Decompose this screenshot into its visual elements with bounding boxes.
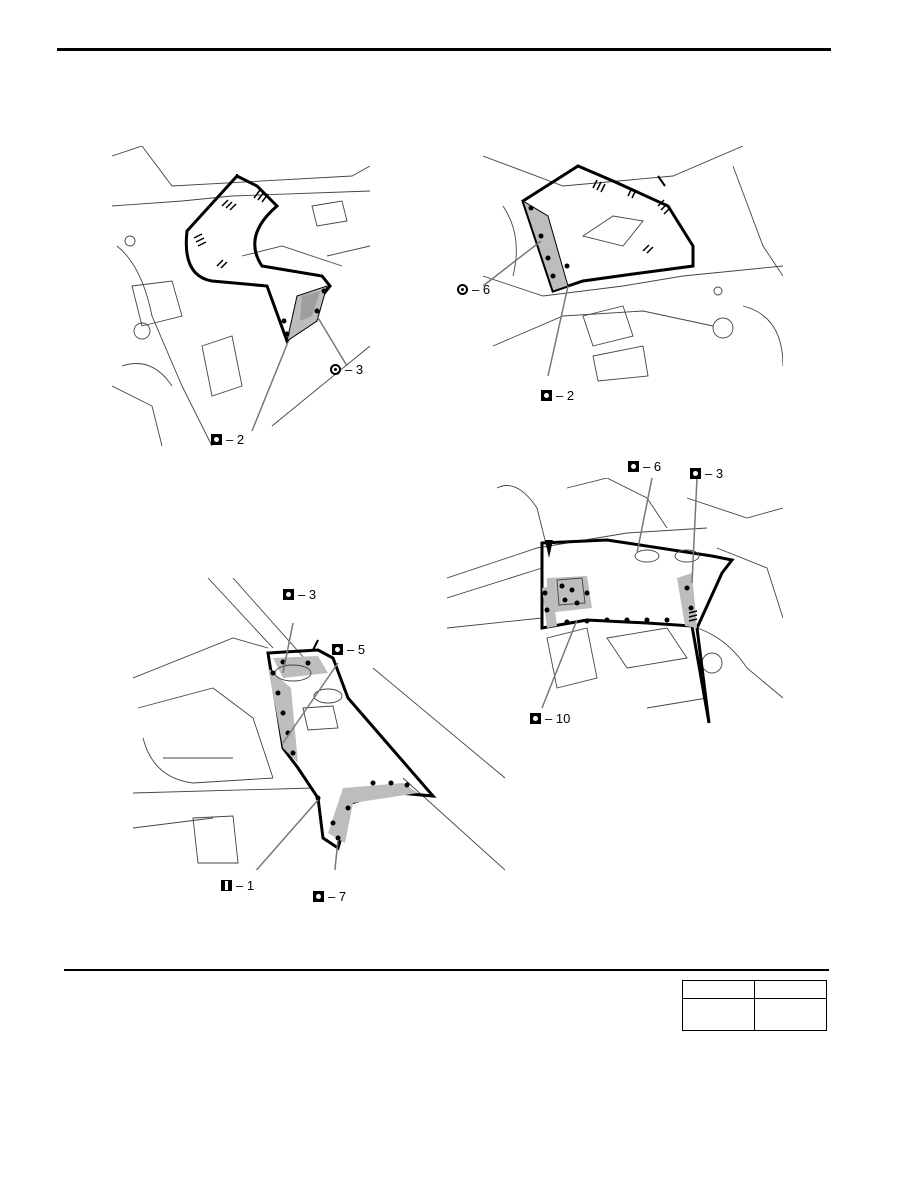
callout-fig3-1: – 3 (283, 587, 316, 602)
callout-fig2-1: – 6 (457, 282, 490, 297)
callout-fig3-3: – 1 (221, 878, 254, 893)
header-rule (57, 48, 831, 51)
figure-bottom-left-drawing (133, 578, 505, 870)
spot-weld-square-icon (211, 434, 222, 445)
spot-weld-square-icon (690, 468, 701, 479)
spot-weld-square-icon (530, 713, 541, 724)
figure-bottom-left (133, 578, 505, 870)
callout-fig1-1: – 3 (330, 362, 363, 377)
callout-fig1-2: – 2 (211, 432, 244, 447)
weld-i-icon (221, 880, 232, 891)
table-divider (683, 998, 826, 999)
spot-weld-square-icon (541, 390, 552, 401)
spot-weld-circle-icon (330, 364, 341, 375)
figure-bottom-right-drawing (447, 478, 783, 724)
callout-fig4-1: – 6 (628, 459, 661, 474)
spot-weld-circle-icon (457, 284, 468, 295)
spot-weld-square-icon (313, 891, 324, 902)
panel-outline-4 (540, 538, 735, 724)
table-divider (754, 981, 755, 1030)
spot-weld-square-icon (332, 644, 343, 655)
figure-top-left (112, 146, 370, 446)
spot-weld-square-icon (628, 461, 639, 472)
figure-top-right-drawing (483, 146, 783, 382)
footer-rule (64, 969, 829, 971)
callout-fig3-2: – 5 (332, 642, 365, 657)
figure-top-left-drawing (112, 146, 370, 446)
callout-fig3-4: – 7 (313, 889, 346, 904)
callout-fig4-3: – 10 (530, 711, 570, 726)
footer-table (682, 980, 827, 1031)
callout-fig4-2: – 3 (690, 466, 723, 481)
figure-top-right (483, 146, 783, 386)
panel-outline (184, 174, 332, 345)
figure-bottom-right (447, 478, 783, 728)
spot-weld-square-icon (283, 589, 294, 600)
callout-fig2-2: – 2 (541, 388, 574, 403)
